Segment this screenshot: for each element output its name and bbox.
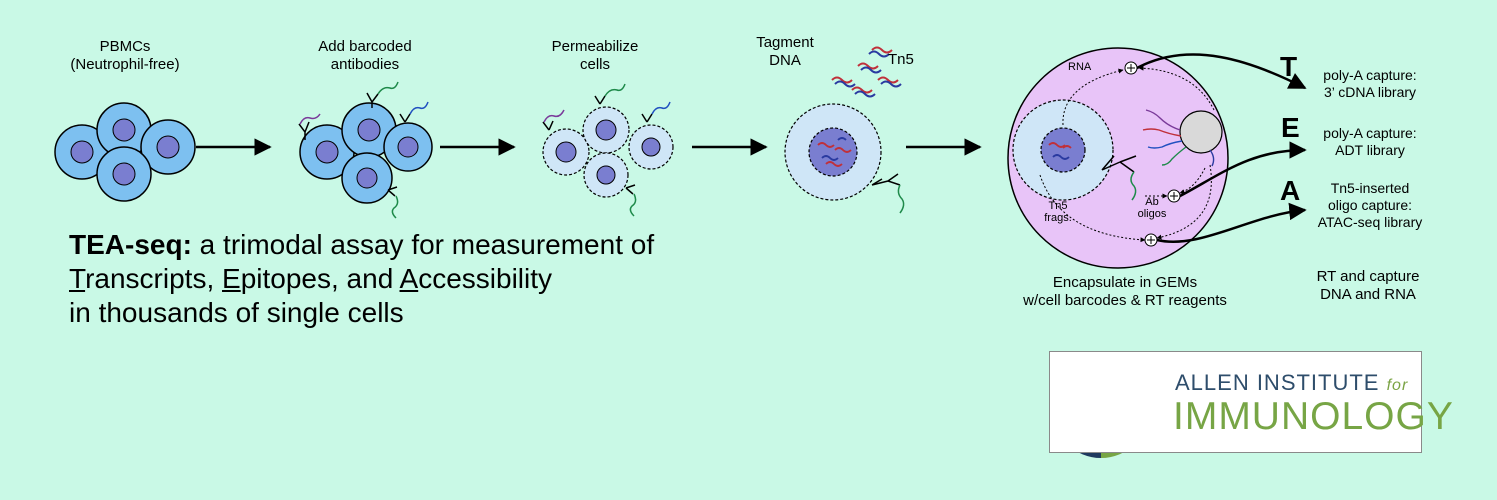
rt-capture-line1: RT and capture	[1316, 268, 1420, 285]
a-output-line1: Tn5-inserted	[1330, 180, 1410, 196]
title-a-underlined: A	[399, 263, 419, 294]
tagment-label: Tagment DNA	[740, 34, 830, 70]
tn5-frags-line2: frags.	[1044, 212, 1072, 224]
title-line2: Transcripts, Epitopes, and Accessibility	[69, 262, 654, 296]
logo-box	[1049, 351, 1422, 453]
title-t-underlined: T	[69, 263, 86, 294]
main-title: TEA-seq: a trimodal assay for measuremen…	[69, 228, 654, 330]
e-output-line1: poly-A capture:	[1323, 125, 1417, 141]
gem-caption: Encapsulate in GEMs w/cell barcodes & RT…	[1000, 274, 1250, 310]
gem-droplet	[1007, 47, 1229, 269]
antibodies-label-line1: Add barcoded	[318, 38, 412, 55]
title-line3: in thousands of single cells	[69, 297, 404, 328]
tagmented-cell	[784, 103, 905, 214]
gem-caption-line1: Encapsulate in GEMs	[1052, 274, 1198, 291]
antibodies-label-line2: antibodies	[330, 56, 400, 73]
permeabilized-cells	[542, 83, 674, 217]
logo-for: for	[1386, 377, 1409, 394]
pbmc-cells	[54, 102, 196, 202]
a-output: Tn5-inserted oligo capture: ATAC-seq lib…	[1305, 180, 1435, 231]
tn5-transposomes	[831, 46, 902, 98]
tn5-label: Tn5	[888, 51, 914, 68]
rt-capture-label: RT and capture DNA and RNA	[1298, 268, 1438, 304]
logo-line1-text: ALLEN INSTITUTE	[1175, 370, 1380, 395]
gem-caption-line2: w/cell barcodes & RT reagents	[1023, 292, 1227, 309]
arrow-epitopes	[1179, 141, 1307, 198]
pbmc-label-line2: (Neutrophil-free)	[70, 56, 180, 73]
e-letter: E	[1281, 112, 1300, 143]
antibodies-label: Add barcoded antibodies	[290, 38, 440, 74]
title-epitopes-rest: pitopes, and	[240, 263, 400, 294]
ab-oligos-label: Ab oligos	[1130, 196, 1174, 220]
title-e-underlined: E	[222, 263, 241, 294]
a-output-line3: ATAC-seq library	[1317, 214, 1423, 230]
permeabilize-label: Permeabilize cells	[530, 38, 660, 74]
title-line1-rest: a trimodal assay for measurement of	[191, 229, 655, 260]
t-output: poly-A capture: 3’ cDNA library	[1305, 67, 1435, 101]
ab-oligos-line1: Ab	[1145, 196, 1159, 208]
antibody-cells	[298, 81, 433, 219]
tagment-label-line1: Tagment	[756, 34, 814, 51]
permeabilize-label-line1: Permeabilize	[551, 38, 639, 55]
arrow-accessibility	[1156, 202, 1307, 243]
arrow-transcripts	[1136, 53, 1307, 90]
title-transcripts-rest: ranscripts,	[85, 263, 223, 294]
tn5-frags-line1: Tn5	[1048, 200, 1068, 212]
a-output-line2: oligo capture:	[1327, 197, 1413, 213]
t-letter: T	[1280, 51, 1298, 82]
e-output: poly-A capture: ADT library	[1305, 125, 1435, 159]
e-output-line2: ADT library	[1335, 142, 1405, 158]
logo-line2: IMMUNOLOGY	[1173, 395, 1454, 438]
ab-oligos-line2: oligos	[1137, 208, 1167, 220]
t-output-line1: poly-A capture:	[1323, 67, 1417, 83]
tn5-frags-label: Tn5 frags.	[1040, 200, 1076, 224]
title-line1: TEA-seq: a trimodal assay for measuremen…	[69, 228, 654, 262]
rna-label: RNA	[1068, 61, 1092, 73]
logo-line1: ALLEN INSTITUTE for	[1175, 370, 1408, 396]
tagment-label-line2: DNA	[769, 52, 801, 69]
pbmc-label-line1: PBMCs	[99, 38, 151, 55]
title-bold: TEA-seq:	[69, 229, 192, 260]
rt-capture-line2: DNA and RNA	[1320, 286, 1416, 303]
a-letter: A	[1280, 175, 1301, 206]
pbmc-label: PBMCs (Neutrophil-free)	[50, 38, 200, 74]
t-output-line2: 3’ cDNA library	[1323, 84, 1417, 100]
permeabilize-label-line2: cells	[579, 56, 610, 73]
title-accessibility-rest: ccessibility	[418, 263, 553, 294]
